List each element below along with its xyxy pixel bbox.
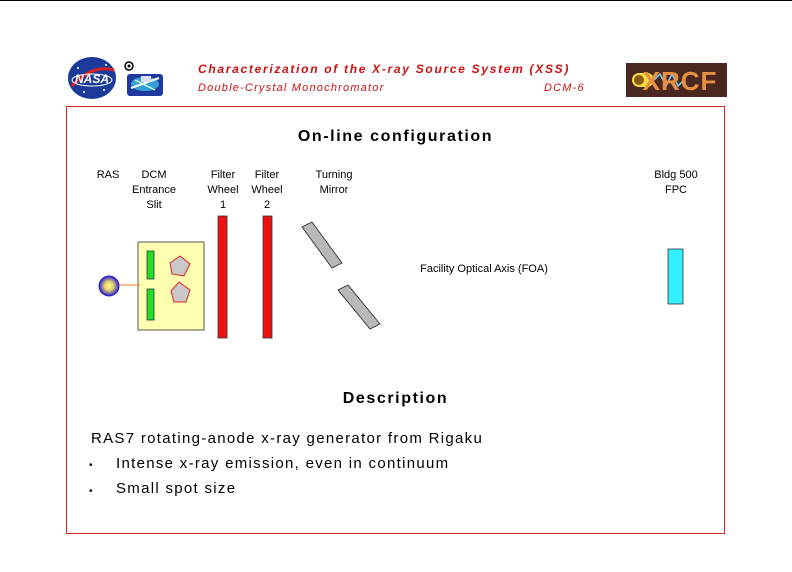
xrcf-logo: XRCF: [626, 63, 727, 97]
crystal-upper: [169, 255, 191, 277]
top-rule: [0, 0, 792, 1]
label-turning-mirror: Turning Mirror: [315, 169, 353, 196]
ras-source: [98, 275, 120, 297]
label-filter-wheel-1: Filter Wheel 1: [207, 169, 239, 211]
foa-label: Facility Optical Axis (FOA): [420, 263, 548, 275]
description-title: Description: [342, 390, 449, 407]
nasa-logo-text: NASA: [75, 72, 109, 86]
filter-wheel-1: [217, 215, 228, 339]
header-subtitle: Double-Crystal Monochromator: [198, 82, 385, 94]
label-fpc: Bldg 500 FPC: [654, 169, 698, 196]
entrance-slit-upper: [146, 250, 155, 280]
bullet-marker: •: [89, 460, 93, 471]
mission-patch-icon: [124, 61, 163, 96]
fpc-detector: [667, 248, 684, 305]
bullet-marker: •: [89, 486, 93, 497]
description-intro: RAS7 rotating-anode x-ray generator from…: [91, 430, 484, 447]
label-filter-wheel-2: Filter Wheel 2: [251, 169, 283, 211]
document-code: DCM-6: [544, 82, 585, 94]
turning-mirror-upper: [301, 221, 343, 269]
turning-mirror-lower: [337, 284, 381, 330]
label-ras: RAS: [96, 169, 120, 181]
entrance-slit-lower: [146, 288, 155, 321]
description-bullet-1: Intense x-ray emission, even in continuu…: [116, 455, 450, 472]
filter-wheel-2: [262, 215, 273, 339]
crystal-lower: [170, 281, 191, 303]
xrcf-logo-text: XRCF: [643, 66, 718, 96]
header-title: Characterization of the X-ray Source Sys…: [198, 62, 571, 76]
content-frame: [66, 106, 725, 534]
description-bullet-2: Small spot size: [116, 480, 237, 497]
diagram-title: On-line configuration: [297, 128, 494, 145]
label-dcm-entrance-slit: DCM Entrance Slit: [131, 169, 177, 211]
nasa-logo: NASA: [68, 57, 116, 99]
